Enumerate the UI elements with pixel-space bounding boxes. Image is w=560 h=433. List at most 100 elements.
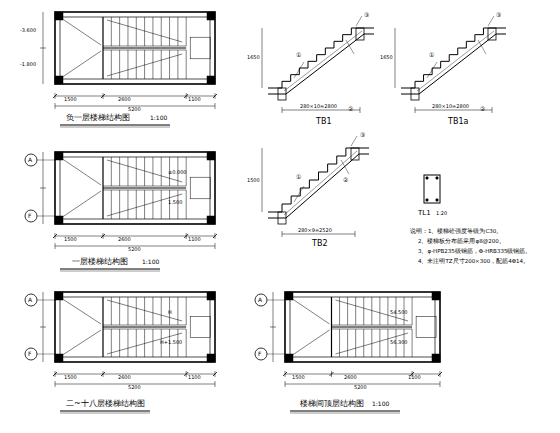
callout-number: ② [348,106,353,113]
stroke [184,372,188,376]
stroke [290,411,400,412]
stroke [412,329,413,357]
stroke [144,157,145,186]
stroke [37,216,55,217]
stroke [103,190,186,191]
outline [432,354,440,362]
stroke [286,34,364,94]
linework [25,12,506,413]
stroke [395,28,396,88]
rebar-dot [436,199,438,201]
stroke [55,243,56,249]
stroke [415,107,416,113]
outline [285,292,440,362]
stroke [136,50,137,79]
axis-bubble [255,348,267,360]
stroke [336,300,409,321]
stroke [419,34,496,94]
dimension: 1100 [188,97,201,103]
stroke [438,372,442,376]
stroke [387,329,388,357]
stroke [152,190,153,219]
outline [351,148,359,160]
stroke [417,31,494,91]
stroke [379,297,380,325]
outline [411,88,419,100]
dimension: 280×9=2520 [298,228,332,234]
dimension: 5200 [128,247,141,253]
axis-bubble [25,294,37,306]
stroke [136,157,137,186]
axis-label: A [258,297,262,304]
stroke [161,157,162,186]
callout-number: ③ [364,12,369,19]
stroke [161,17,162,46]
stroke [169,50,170,79]
dimension: 5200 [128,385,141,391]
stroke [152,329,153,357]
outline [416,317,436,338]
stair-steps [401,28,506,88]
stroke [127,190,128,219]
dimension: 1500 [64,237,77,243]
stroke [283,372,287,376]
dimension: 2600 [118,97,131,103]
rebar-dot [426,177,428,179]
axis-label: A [28,297,32,304]
stroke [213,234,217,238]
stroke [55,381,56,387]
stroke [55,103,56,109]
dimension: 1100 [188,375,201,381]
stroke [103,186,186,187]
outline [207,76,215,84]
stroke [119,157,120,186]
outline [60,297,210,357]
stroke [401,94,419,95]
stroke [285,381,286,387]
dimension: 1500 [64,375,77,381]
stroke [284,151,357,215]
stroke [61,191,101,218]
stroke [341,160,349,174]
stroke [177,297,178,325]
outline [488,28,496,40]
stroke [267,354,285,355]
stroke [478,40,486,54]
dimension: 2600 [118,375,131,381]
callout-number: ③ [496,12,501,19]
stroke [186,329,187,357]
stroke [360,107,361,113]
stroke [290,413,400,414]
outline [55,152,215,224]
stroke [184,234,188,238]
stroke [371,297,372,325]
section-title: TB1a [448,118,468,127]
axis-label: F [28,213,31,220]
stroke [282,107,283,113]
stroke [412,297,413,325]
rebar-dot [436,177,438,179]
stroke [37,300,55,301]
stroke [215,103,216,109]
stroke [488,16,494,26]
elevation: -3.600 [20,28,36,34]
stroke [103,50,186,51]
stroke [61,158,101,185]
stroke [186,190,187,219]
dimension: 1100 [188,237,201,243]
stroke [60,269,160,270]
stroke [161,50,162,79]
stroke [37,354,55,355]
stroke [127,297,128,325]
outline [60,17,210,79]
stroke [61,51,101,78]
outline [190,177,210,199]
elevation: 1.500 [168,200,182,206]
dimension: 1650 [380,55,393,61]
stroke [496,34,506,35]
stroke [355,329,356,357]
stroke [144,50,145,79]
scale: 1:20 [436,211,447,217]
stroke [103,47,186,48]
